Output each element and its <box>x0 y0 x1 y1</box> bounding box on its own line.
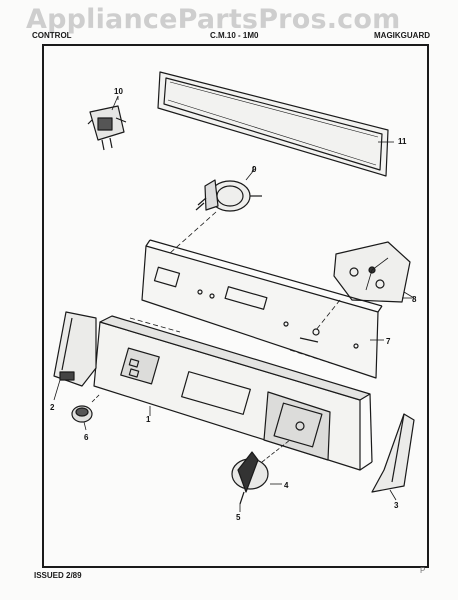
callout-2: 2 <box>50 403 55 412</box>
leader-line <box>159 211 217 263</box>
callout-7: 7 <box>386 337 391 346</box>
part-7-control-plate <box>141 239 383 379</box>
issued-date-label: ISSUED 2/89 <box>34 571 82 580</box>
callout-3: 3 <box>394 501 399 510</box>
callout-9: 9 <box>252 165 257 174</box>
leader-line <box>315 299 341 331</box>
part-10-switch <box>87 95 127 151</box>
part-4-selector-knob <box>231 439 291 505</box>
callout-8: 8 <box>412 295 417 304</box>
header-section-label: CONTROL <box>32 31 72 40</box>
part-3-right-end-cap <box>371 413 415 493</box>
part-2-left-end-cap <box>53 311 97 387</box>
watermark-text: AppliancePartsPros.com <box>26 4 401 35</box>
part-1-front-panel <box>93 315 373 471</box>
callout-11: 11 <box>398 137 407 146</box>
callout-5: 5 <box>236 513 241 522</box>
callout-4: 4 <box>284 481 289 490</box>
callout-10: 10 <box>114 87 123 96</box>
header-model-label: C.M.10 - 1M0 <box>210 31 259 40</box>
leader-line <box>129 317 181 333</box>
callout-6: 6 <box>84 433 89 442</box>
diagram-frame <box>42 44 429 568</box>
part-8-timer <box>333 241 415 303</box>
part-9-pressure-switch <box>195 169 262 212</box>
part-11-rear-gasket <box>157 71 389 177</box>
leader-line <box>289 349 341 367</box>
page-marker: P <box>420 566 426 575</box>
header-brand-label: MAGIKGUARD <box>374 31 430 40</box>
callout-1: 1 <box>146 415 151 424</box>
part-6-knob <box>71 393 101 423</box>
